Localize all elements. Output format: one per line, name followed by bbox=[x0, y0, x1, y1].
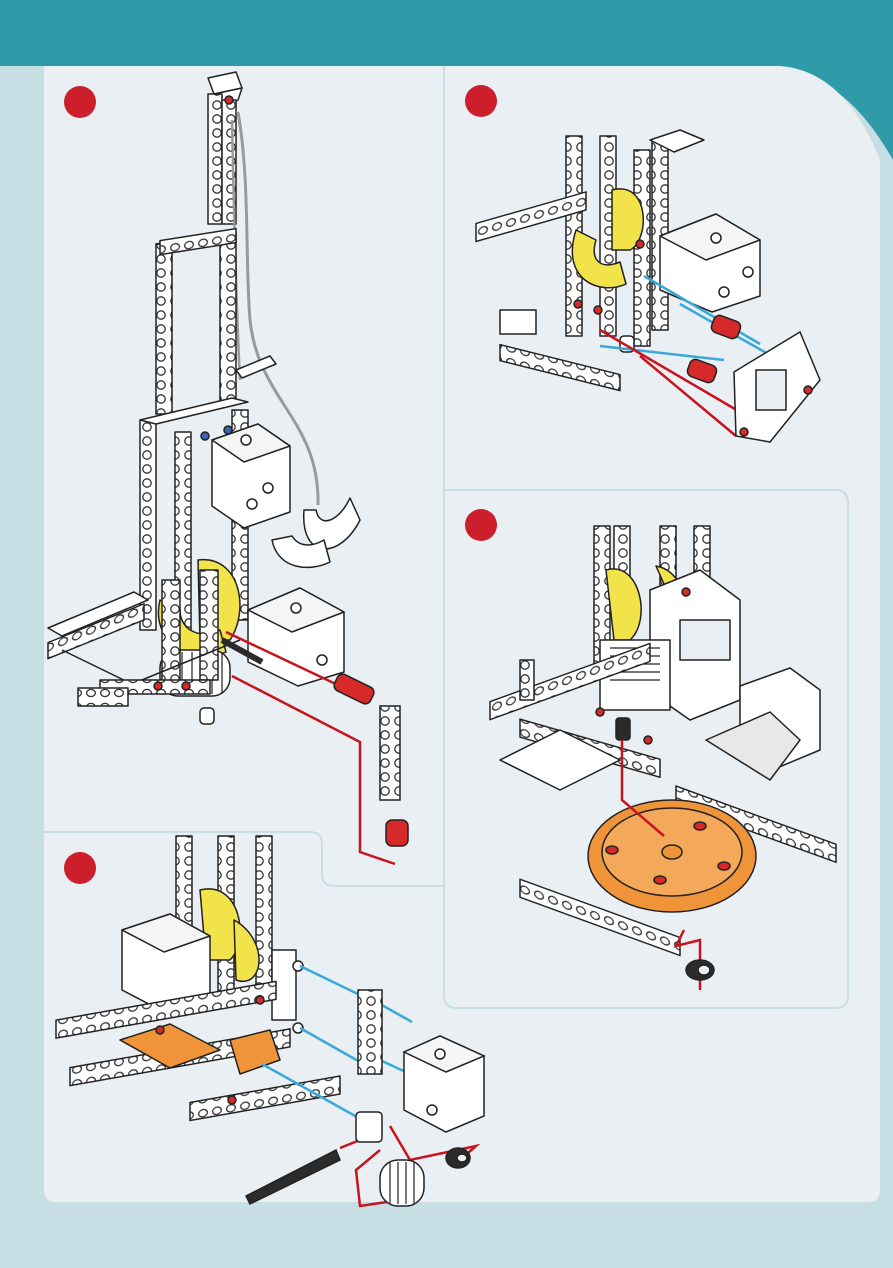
step-marker-b bbox=[465, 85, 497, 117]
step-marker-d bbox=[64, 852, 96, 884]
step-c-loose-parts bbox=[686, 960, 714, 980]
step-marker-c bbox=[465, 509, 497, 541]
step-marker-a bbox=[64, 86, 96, 118]
